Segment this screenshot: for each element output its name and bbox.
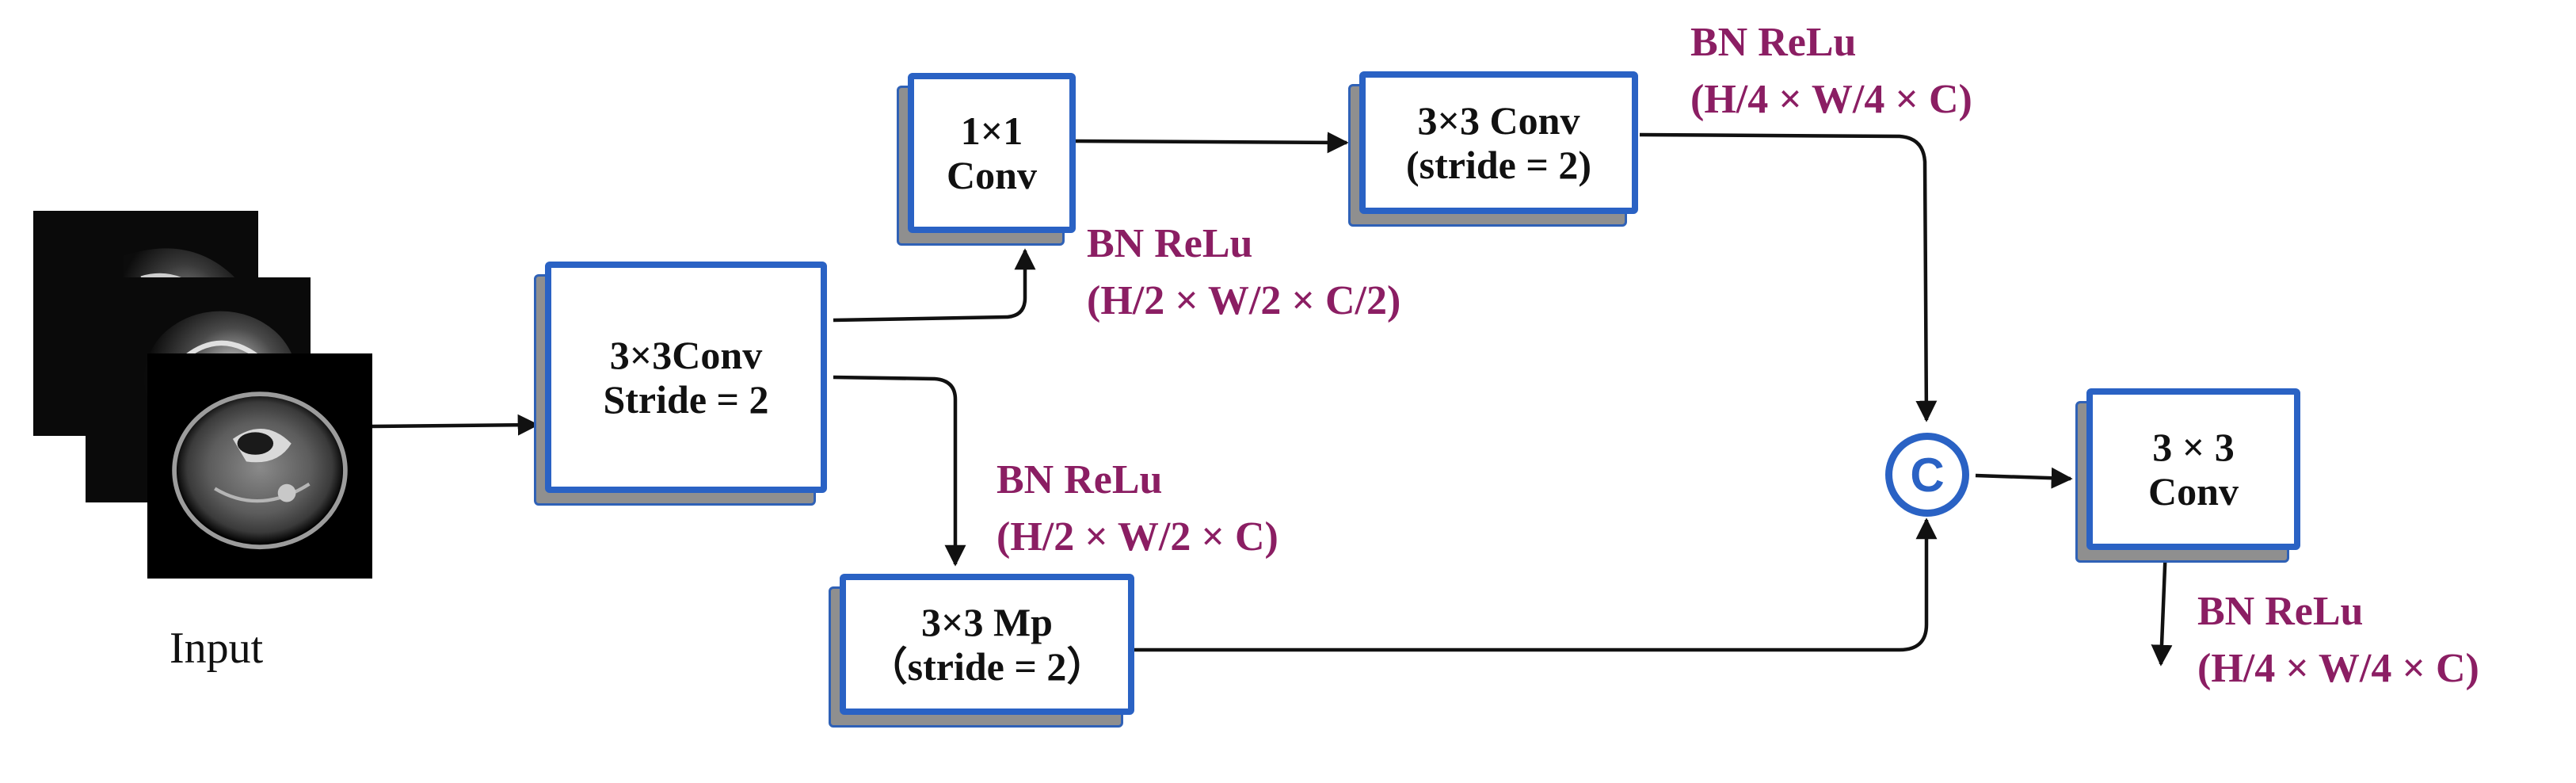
arrow-concat-to-out [1975,467,2073,489]
out-conv-line1: 3 × 3 [2152,425,2235,469]
annotation-output: BN ReLu (H/4 × W/4 × C) [2197,583,2479,697]
pw-conv-line1: 1×1 [960,109,1023,153]
max-pool-line1: 3×3 Mp [921,600,1053,644]
max-pool-block: 3×3 Mp （stride = 2） [829,574,1134,728]
annotation-after-branch-conv-line1: BN ReLu [1690,20,1857,65]
branch-conv-line2: (stride = 2) [1406,143,1591,187]
annotation-after-stem-line1: BN ReLu [996,457,1163,502]
concat-node: C [1885,433,1969,517]
arrow-out-to-output [2151,546,2173,667]
branch-conv-line1: 3×3 Conv [1417,98,1580,143]
annotation-after-stem-line2: (H/2 × W/2 × C) [996,514,1278,560]
annotation-output-line2: (H/4 × W/4 × C) [2197,646,2479,691]
arrow-input-to-stem [372,414,539,436]
annotation-after-pw: BN ReLu (H/2 × W/2 × C/2) [1087,216,1400,330]
stem-conv-block: 3×3Conv Stride = 2 [534,262,827,506]
annotation-after-pw-line2: (H/2 × W/2 × C/2) [1087,278,1401,323]
arrow-pw-to-branch-conv [1073,132,1349,154]
arrow-branch-conv-to-concat [1639,132,1938,422]
mri-image-icon [147,353,372,579]
arrow-stem-to-pw [833,248,1036,323]
pw-conv-line2: Conv [947,153,1037,197]
stem-conv-line1: 3×3Conv [609,333,763,377]
annotation-after-branch-conv: BN ReLu (H/4 × W/4 × C) [1690,14,1972,128]
annotation-after-stem: BN ReLu (H/2 × W/2 × C) [996,452,1278,566]
stem-conv-line2: Stride = 2 [603,377,769,422]
out-conv-line2: Conv [2148,469,2239,514]
annotation-after-branch-conv-line2: (H/4 × W/4 × C) [1690,77,1972,122]
arrow-pool-to-concat [1133,518,1938,652]
annotation-output-line1: BN ReLu [2197,589,2364,634]
mri-slice-front [147,353,372,579]
annotation-after-pw-line1: BN ReLu [1087,221,1253,266]
max-pool-line2: （stride = 2） [867,644,1107,689]
pointwise-conv-block: 1×1 Conv [897,73,1076,246]
input-label: Input [170,624,264,673]
branch-conv-block: 3×3 Conv (stride = 2) [1348,71,1638,227]
arrow-stem-to-pool [833,375,966,567]
concat-label: C [1910,448,1945,502]
output-conv-block: 3 × 3 Conv [2075,388,2300,563]
